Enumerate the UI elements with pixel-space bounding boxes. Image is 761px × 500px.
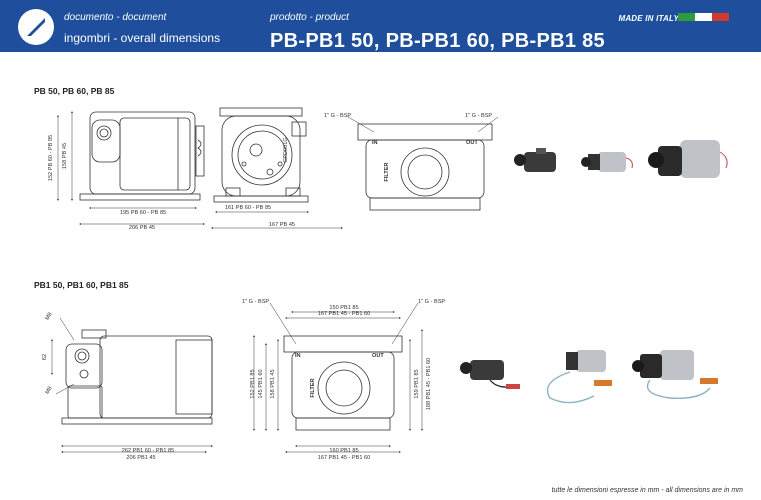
dim-pb1-bottom-2: 167 PB1 45 - PB1 60 <box>318 455 371 461</box>
italy-flag-icon <box>678 13 729 21</box>
pb1-body-out-label: OUT <box>372 353 384 359</box>
dim-pb1-r-1: 159 PB1 85 <box>414 369 420 398</box>
dim-length-1: 195 PB 60 - PB 85 <box>120 210 166 216</box>
pb-side-view <box>79 111 205 201</box>
dim-pb1-bottom-1: 160 PB1 85 <box>329 448 358 454</box>
dim-front-1: 161 PB 60 - PB 85 <box>225 205 271 211</box>
nameplate-label: CPD001G <box>283 137 289 163</box>
pb-side-dims <box>57 111 205 225</box>
pb1-photo-large <box>632 350 718 399</box>
pb-front-dims <box>211 211 343 229</box>
pb-body-in-label: IN <box>372 140 378 146</box>
footer-note: tutte le dimensioni espresse in mm - all… <box>551 487 743 494</box>
pb1-port-right-label: 1" G - BSP <box>418 299 445 305</box>
pb-photo-medium <box>581 152 633 172</box>
dim-front-2: 167 PB 45 <box>269 222 295 228</box>
pb1-side-view <box>61 329 213 425</box>
made-in-label: MADE IN ITALY <box>618 14 679 23</box>
pb1-filter-dims <box>253 302 423 453</box>
document-value: ingombri - overall dimensions <box>64 31 221 45</box>
document-label: documento - document <box>64 12 167 23</box>
pb-body-filter-label: FILTER <box>384 162 390 181</box>
dim-pb1-h-1: 152 PB1 85 <box>250 369 256 398</box>
brand-logo <box>18 9 54 45</box>
pb-photo-small <box>514 148 556 172</box>
dim-pb1-top-1: 150 PB1 85 <box>329 305 358 311</box>
pb1-product-photos <box>460 350 718 404</box>
pb-filter-view <box>357 123 493 211</box>
dim-pb1-h-3: 158 PB1 45 <box>270 369 276 398</box>
dim-m8-top: M8 <box>45 312 54 322</box>
dim-height-2: 152 PB 60 - PB 85 <box>48 135 54 181</box>
pb-front-view <box>213 107 309 203</box>
pb1-body-in-label: IN <box>295 353 301 359</box>
pb1-body-filter-label: FILTER <box>310 378 316 397</box>
dim-left-62: 62 <box>42 354 48 360</box>
header-bar: documento - document ingombri - overall … <box>0 0 761 52</box>
pb1-side-dims <box>51 317 213 453</box>
pb-product-photos <box>514 140 728 178</box>
pb-body-out-label: OUT <box>466 140 478 146</box>
dim-pb1-length-1: 262 PB1 60 - PB1 85 <box>122 448 175 454</box>
pb1-filter-view <box>283 335 403 431</box>
pb-photo-large <box>648 140 728 178</box>
pb1-photo-medium <box>546 350 612 404</box>
dim-pb1-length-2: 206 PB1 45 <box>126 455 155 461</box>
pb-port-right-label: 1" G - BSP <box>465 113 492 119</box>
section-title-pb1: PB1 50, PB1 60, PB1 85 <box>34 280 129 290</box>
dim-length-2: 206 PB 45 <box>129 225 155 231</box>
dim-height-1: 158 PB 45 <box>62 143 68 169</box>
product-title: PB-PB1 50, PB-PB1 60, PB-PB1 85 <box>270 30 605 52</box>
pb-port-left-label: 1" G - BSP <box>324 113 351 119</box>
pb1-photo-small <box>460 360 520 389</box>
dim-pb1-top-2: 167 PB1 45 - PB1 60 <box>318 311 371 317</box>
pb1-port-left-label: 1" G - BSP <box>242 299 269 305</box>
dim-pb1-h-2: 145 PB1 60 <box>258 369 264 398</box>
product-label: prodotto - product <box>270 12 349 23</box>
dim-m8-bottom: M8 <box>45 386 54 396</box>
dim-pb1-r-2: 188 PB1 45 - PB1 60 <box>426 358 432 411</box>
brand-logo-mark-icon <box>27 18 45 36</box>
section-title-pb: PB 50, PB 60, PB 85 <box>34 86 115 96</box>
